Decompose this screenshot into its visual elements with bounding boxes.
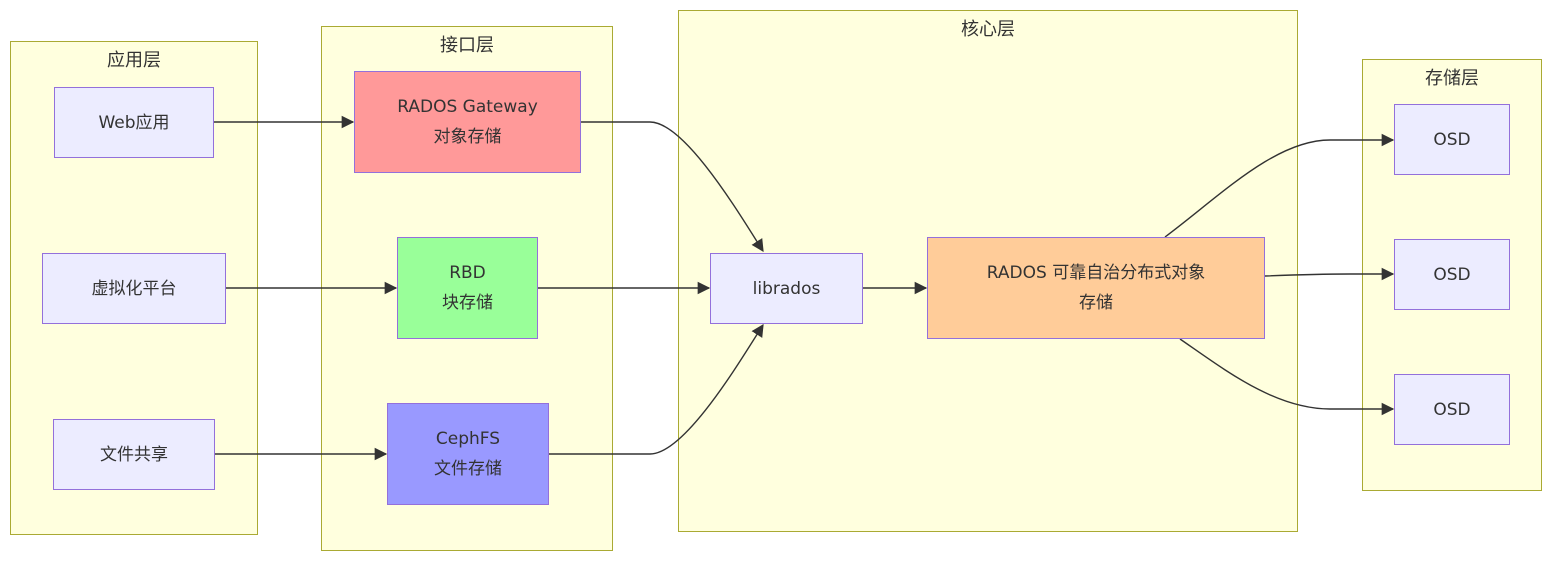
- node-rbd[interactable]: RBD 块存储: [397, 237, 538, 339]
- node-librados[interactable]: librados: [710, 253, 863, 324]
- node-librados-label: librados: [752, 278, 821, 299]
- node-rados-gateway[interactable]: RADOS Gateway 对象存储: [354, 71, 581, 173]
- node-osd-2-label: OSD: [1433, 264, 1471, 285]
- node-osd-1-label: OSD: [1433, 129, 1471, 150]
- node-rados-gateway-label-line1: RADOS Gateway: [397, 97, 538, 117]
- cluster-title-app-layer: 应用层: [107, 50, 161, 71]
- node-cephfs-label-line1: CephFS: [435, 429, 501, 449]
- node-cephfs-label-line2: 文件存储: [434, 459, 502, 479]
- node-rados-gateway-label-line2: 对象存储: [433, 127, 502, 147]
- node-file-share-label: 文件共享: [100, 444, 168, 465]
- node-file-share[interactable]: 文件共享: [53, 419, 215, 490]
- node-rbd-label-line1: RBD: [449, 263, 486, 283]
- node-osd-3[interactable]: OSD: [1394, 374, 1510, 445]
- node-web-app[interactable]: Web应用: [54, 87, 214, 158]
- node-rados[interactable]: RADOS 可靠自治分布式对象 存储: [927, 237, 1265, 339]
- node-cephfs[interactable]: CephFS 文件存储: [387, 403, 549, 505]
- node-virtualization-platform-label: 虚拟化平台: [91, 278, 177, 299]
- node-rbd-label-line2: 块存储: [442, 293, 493, 313]
- node-rados-label-line2: 存储: [1079, 293, 1113, 313]
- cluster-title-storage-layer: 存储层: [1425, 68, 1479, 89]
- cluster-title-core-layer: 核心层: [961, 19, 1015, 40]
- node-rados-label-line1: RADOS 可靠自治分布式对象: [986, 263, 1206, 283]
- node-osd-3-label: OSD: [1433, 399, 1471, 420]
- cluster-title-interface-layer: 接口层: [440, 35, 494, 56]
- node-osd-2[interactable]: OSD: [1394, 239, 1510, 310]
- node-web-app-label: Web应用: [98, 112, 170, 133]
- node-osd-1[interactable]: OSD: [1394, 104, 1510, 175]
- node-virtualization-platform[interactable]: 虚拟化平台: [42, 253, 226, 324]
